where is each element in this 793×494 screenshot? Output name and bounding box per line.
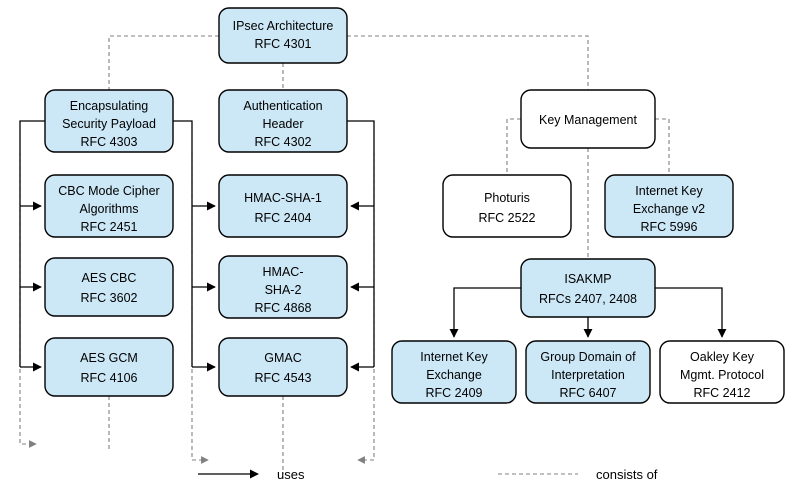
node-line-2: RFC 4106 — [81, 371, 138, 385]
node-line-3: RFC 2451 — [81, 220, 138, 234]
node-line-1: IPsec Architecture — [233, 19, 334, 33]
node-hmac-sha-1[interactable]: HMAC-SHA-1 RFC 2404 — [218, 174, 348, 238]
legend-consists-of-label: consists of — [596, 467, 658, 482]
node-line-3: RFC 6407 — [560, 386, 617, 400]
node-line-1: Group Domain of — [540, 350, 636, 364]
node-line-1: Photuris — [484, 191, 530, 205]
node-line-3: RFC 4868 — [255, 301, 312, 315]
node-box[interactable] — [520, 258, 656, 318]
node-line-2: RFC 4301 — [255, 37, 312, 51]
edge-dangling-ah-left — [191, 152, 209, 464]
edge-dangling-ah-right — [357, 152, 375, 464]
node-line-3: RFC 2409 — [426, 386, 483, 400]
node-line-2: Interpretation — [551, 368, 625, 382]
node-line-3: RFC 4302 — [255, 135, 312, 149]
edge-dangling-esp-left — [19, 152, 37, 448]
node-line-2: RFCs 2407, 2408 — [539, 292, 637, 306]
node-cbc-mode-cipher-algorithms[interactable]: CBC Mode Cipher Algorithms RFC 2451 — [44, 174, 174, 238]
node-aes-gcm[interactable]: AES GCM RFC 4106 — [44, 337, 174, 397]
node-line-1: AES GCM — [80, 351, 138, 365]
node-line-2: SHA-2 — [265, 283, 302, 297]
edge-isakmp-to-ike — [449, 287, 521, 338]
node-photuris[interactable]: Photuris RFC 2522 — [442, 174, 572, 238]
node-box[interactable] — [391, 340, 517, 404]
node-box[interactable] — [525, 340, 651, 404]
node-box[interactable] — [44, 174, 174, 238]
edge-isakmp-to-oakley — [655, 287, 727, 338]
node-line-1: Encapsulating — [70, 99, 149, 113]
node-line-1: AES CBC — [82, 271, 137, 285]
node-line-1: HMAC- — [263, 265, 304, 279]
legend: uses consists of — [198, 467, 658, 482]
node-oakley-key-mgmt-protocol[interactable]: Oakley Key Mgmt. Protocol RFC 2412 — [659, 340, 785, 404]
node-line-2: Header — [263, 117, 304, 131]
node-line-2: Algorithms — [79, 202, 138, 216]
node-line-2: Mgmt. Protocol — [680, 368, 764, 382]
node-internet-key-exchange-v2[interactable]: Internet Key Exchange v2 RFC 5996 — [604, 174, 734, 238]
dangling-consists-of-edges — [19, 152, 375, 474]
node-line-2: Exchange — [426, 368, 482, 382]
node-line-1: Key Management — [539, 113, 638, 127]
node-line-3: RFC 4303 — [81, 135, 138, 149]
edge-ipsec-to-esp — [108, 35, 219, 90]
legend-uses-label: uses — [277, 467, 305, 482]
node-gmac[interactable]: GMAC RFC 4543 — [218, 337, 348, 397]
node-line-1: Internet Key — [420, 350, 488, 364]
node-line-2: RFC 2404 — [255, 211, 312, 225]
node-ipsec-architecture[interactable]: IPsec Architecture RFC 4301 — [218, 7, 348, 64]
node-line-1: Authentication — [243, 99, 322, 113]
node-box[interactable] — [44, 89, 174, 153]
node-box[interactable] — [218, 174, 348, 238]
node-box[interactable] — [218, 89, 348, 153]
node-encapsulating-security-payload[interactable]: Encapsulating Security Payload RFC 4303 — [44, 89, 174, 153]
node-line-1: Internet Key — [635, 184, 703, 198]
node-group-domain-of-interpretation[interactable]: Group Domain of Interpretation RFC 6407 — [525, 340, 651, 404]
node-line-2: Security Payload — [62, 117, 156, 131]
node-aes-cbc[interactable]: AES CBC RFC 3602 — [44, 257, 174, 317]
uses-edges — [19, 120, 727, 372]
node-line-1: CBC Mode Cipher — [58, 184, 159, 198]
node-line-2: Exchange v2 — [633, 202, 705, 216]
node-box[interactable] — [44, 337, 174, 397]
node-box[interactable] — [520, 89, 656, 149]
node-line-2: RFC 3602 — [81, 291, 138, 305]
diagram-nodes: IPsec Architecture RFC 4301 Encapsulatin… — [44, 7, 785, 404]
edge-esp-bus-left — [19, 120, 45, 367]
edge-keymgmt-to-ikev2 — [655, 118, 670, 175]
node-isakmp[interactable]: ISAKMP RFCs 2407, 2408 — [520, 258, 656, 318]
node-line-1: GMAC — [264, 351, 302, 365]
node-line-2: RFC 4543 — [255, 371, 312, 385]
node-internet-key-exchange[interactable]: Internet Key Exchange RFC 2409 — [391, 340, 517, 404]
node-box[interactable] — [218, 7, 348, 64]
node-box[interactable] — [604, 174, 734, 238]
node-box[interactable] — [44, 257, 174, 317]
node-line-1: Oakley Key — [690, 350, 755, 364]
node-line-2: RFC 2522 — [479, 211, 536, 225]
node-hmac-sha-2[interactable]: HMAC- SHA-2 RFC 4868 — [218, 255, 348, 319]
node-line-3: RFC 5996 — [641, 220, 698, 234]
node-line-1: ISAKMP — [564, 272, 611, 286]
node-line-1: HMAC-SHA-1 — [244, 191, 322, 205]
edge-ah-bus-right — [347, 120, 375, 367]
node-line-3: RFC 2412 — [694, 386, 751, 400]
consists-of-edges — [108, 35, 670, 259]
node-box[interactable] — [659, 340, 785, 404]
node-box[interactable] — [442, 174, 572, 238]
node-box[interactable] — [218, 255, 348, 319]
node-authentication-header[interactable]: Authentication Header RFC 4302 — [218, 89, 348, 153]
edge-ipsec-to-keymgmt — [347, 35, 589, 90]
node-box[interactable] — [218, 337, 348, 397]
node-key-management[interactable]: Key Management — [520, 89, 656, 149]
edge-esp-bus-right — [173, 120, 193, 367]
edge-keymgmt-to-photuris — [506, 118, 521, 175]
